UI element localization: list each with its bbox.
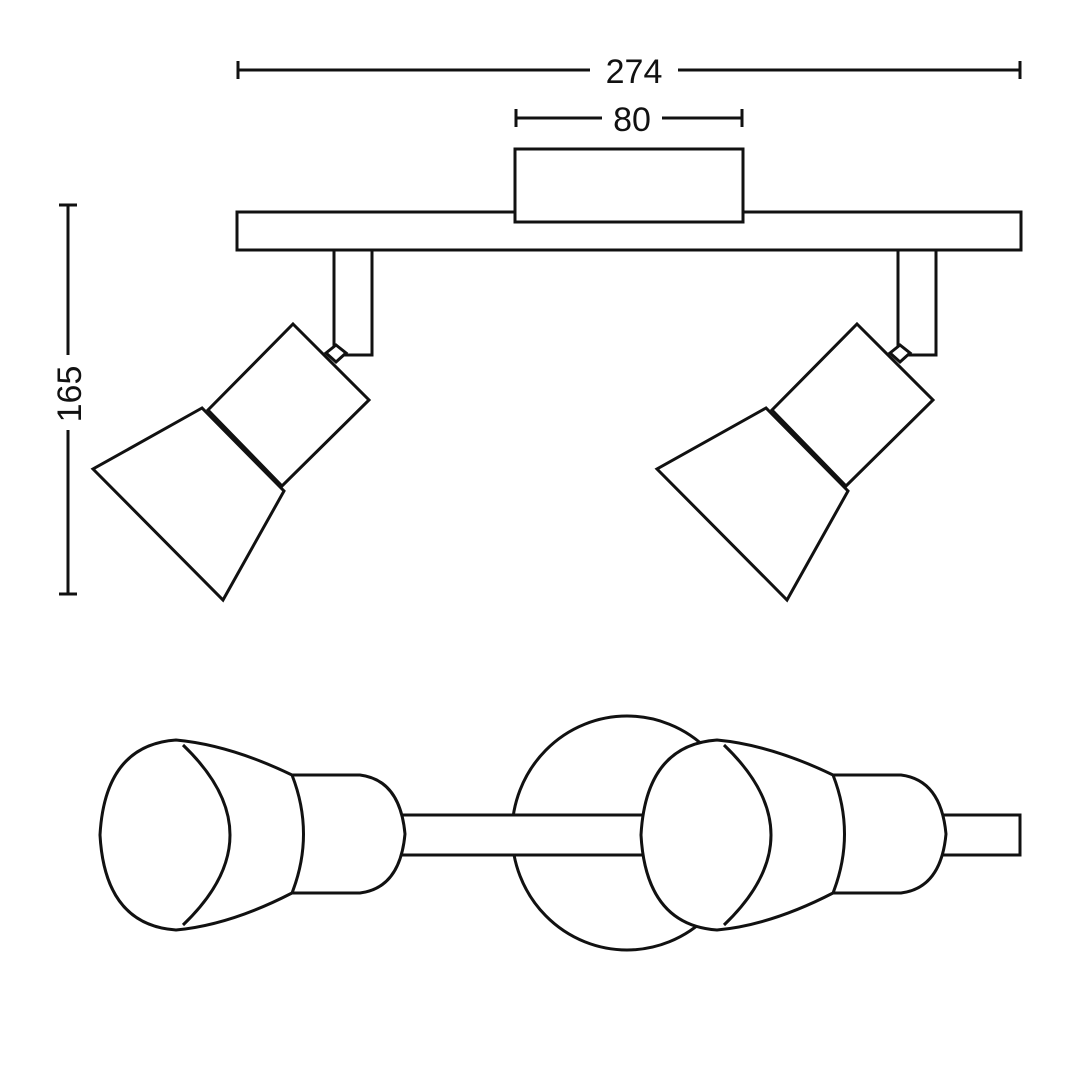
height-label: 165 [51, 366, 89, 423]
spotlight-right [654, 248, 938, 603]
spotlight-top-right [639, 738, 948, 932]
total-width-label: 274 [606, 53, 663, 91]
dimension-height: 165 [51, 203, 89, 596]
spotlight-top-left [98, 738, 407, 932]
spotlight-left [90, 248, 374, 603]
top-view [98, 714, 1022, 952]
dimension-total-width: 274 [236, 53, 1022, 91]
side-view [90, 147, 1023, 603]
mount-width-label: 80 [613, 101, 651, 139]
mount-box [513, 147, 745, 224]
dimension-mount-width: 80 [514, 101, 744, 139]
